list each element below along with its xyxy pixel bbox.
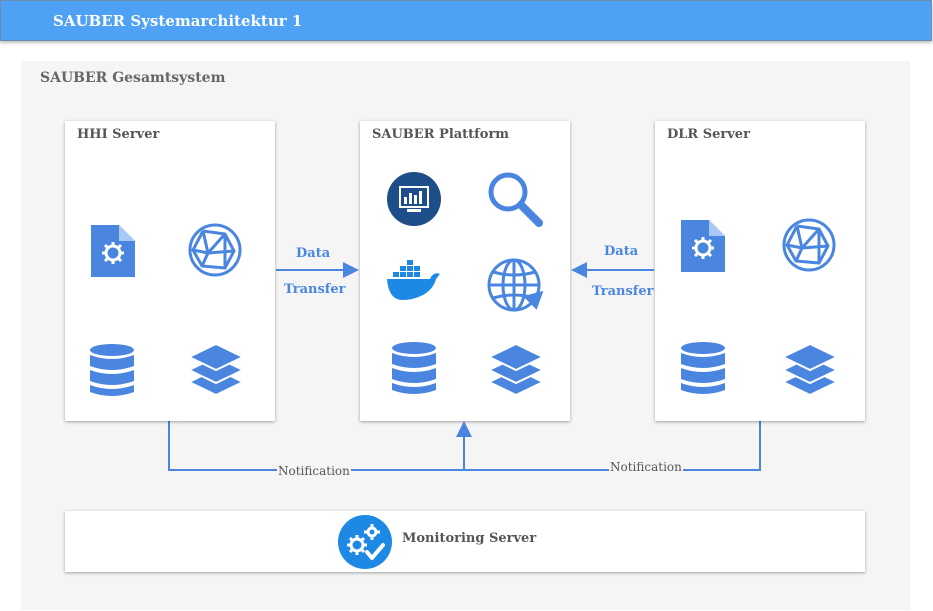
monitoring-title: Monitoring Server — [402, 531, 537, 546]
search-icon — [488, 172, 543, 227]
globe-icon — [487, 258, 544, 312]
network-sphere-icon — [188, 223, 242, 277]
dashboard-monitor-icon — [387, 172, 441, 226]
monitoring-gears-icon — [338, 515, 392, 569]
title-bar: SAUBER Systemarchitektur 1 — [0, 0, 932, 41]
left-transfer-label: Transfer — [284, 282, 346, 297]
layers-icon — [187, 342, 245, 397]
notification-right-label: Notification — [609, 460, 683, 474]
system-group-title: SAUBER Gesamtsystem — [40, 70, 226, 86]
dlr-server-title: DLR Server — [667, 127, 750, 142]
docker-icon — [387, 260, 440, 300]
hhi-server-title: HHI Server — [77, 127, 160, 142]
database-icon — [681, 342, 725, 394]
notification-left-line — [168, 421, 464, 471]
platform-title: SAUBER Plattform — [372, 127, 510, 142]
right-data-label: Data — [604, 244, 639, 259]
database-icon — [90, 344, 134, 396]
layers-icon — [487, 342, 545, 397]
document-gear-icon — [91, 225, 135, 277]
notification-right-line — [464, 421, 761, 471]
diagram-title: SAUBER Systemarchitektur 1 — [53, 12, 303, 30]
document-gear-icon — [681, 220, 725, 272]
network-sphere-icon — [782, 218, 836, 272]
monitoring-card — [65, 511, 865, 572]
right-transfer-label: Transfer — [592, 284, 654, 299]
layers-icon — [781, 342, 839, 397]
left-data-label: Data — [296, 246, 331, 261]
database-icon — [392, 342, 436, 394]
notification-left-label: Notification — [277, 464, 351, 478]
